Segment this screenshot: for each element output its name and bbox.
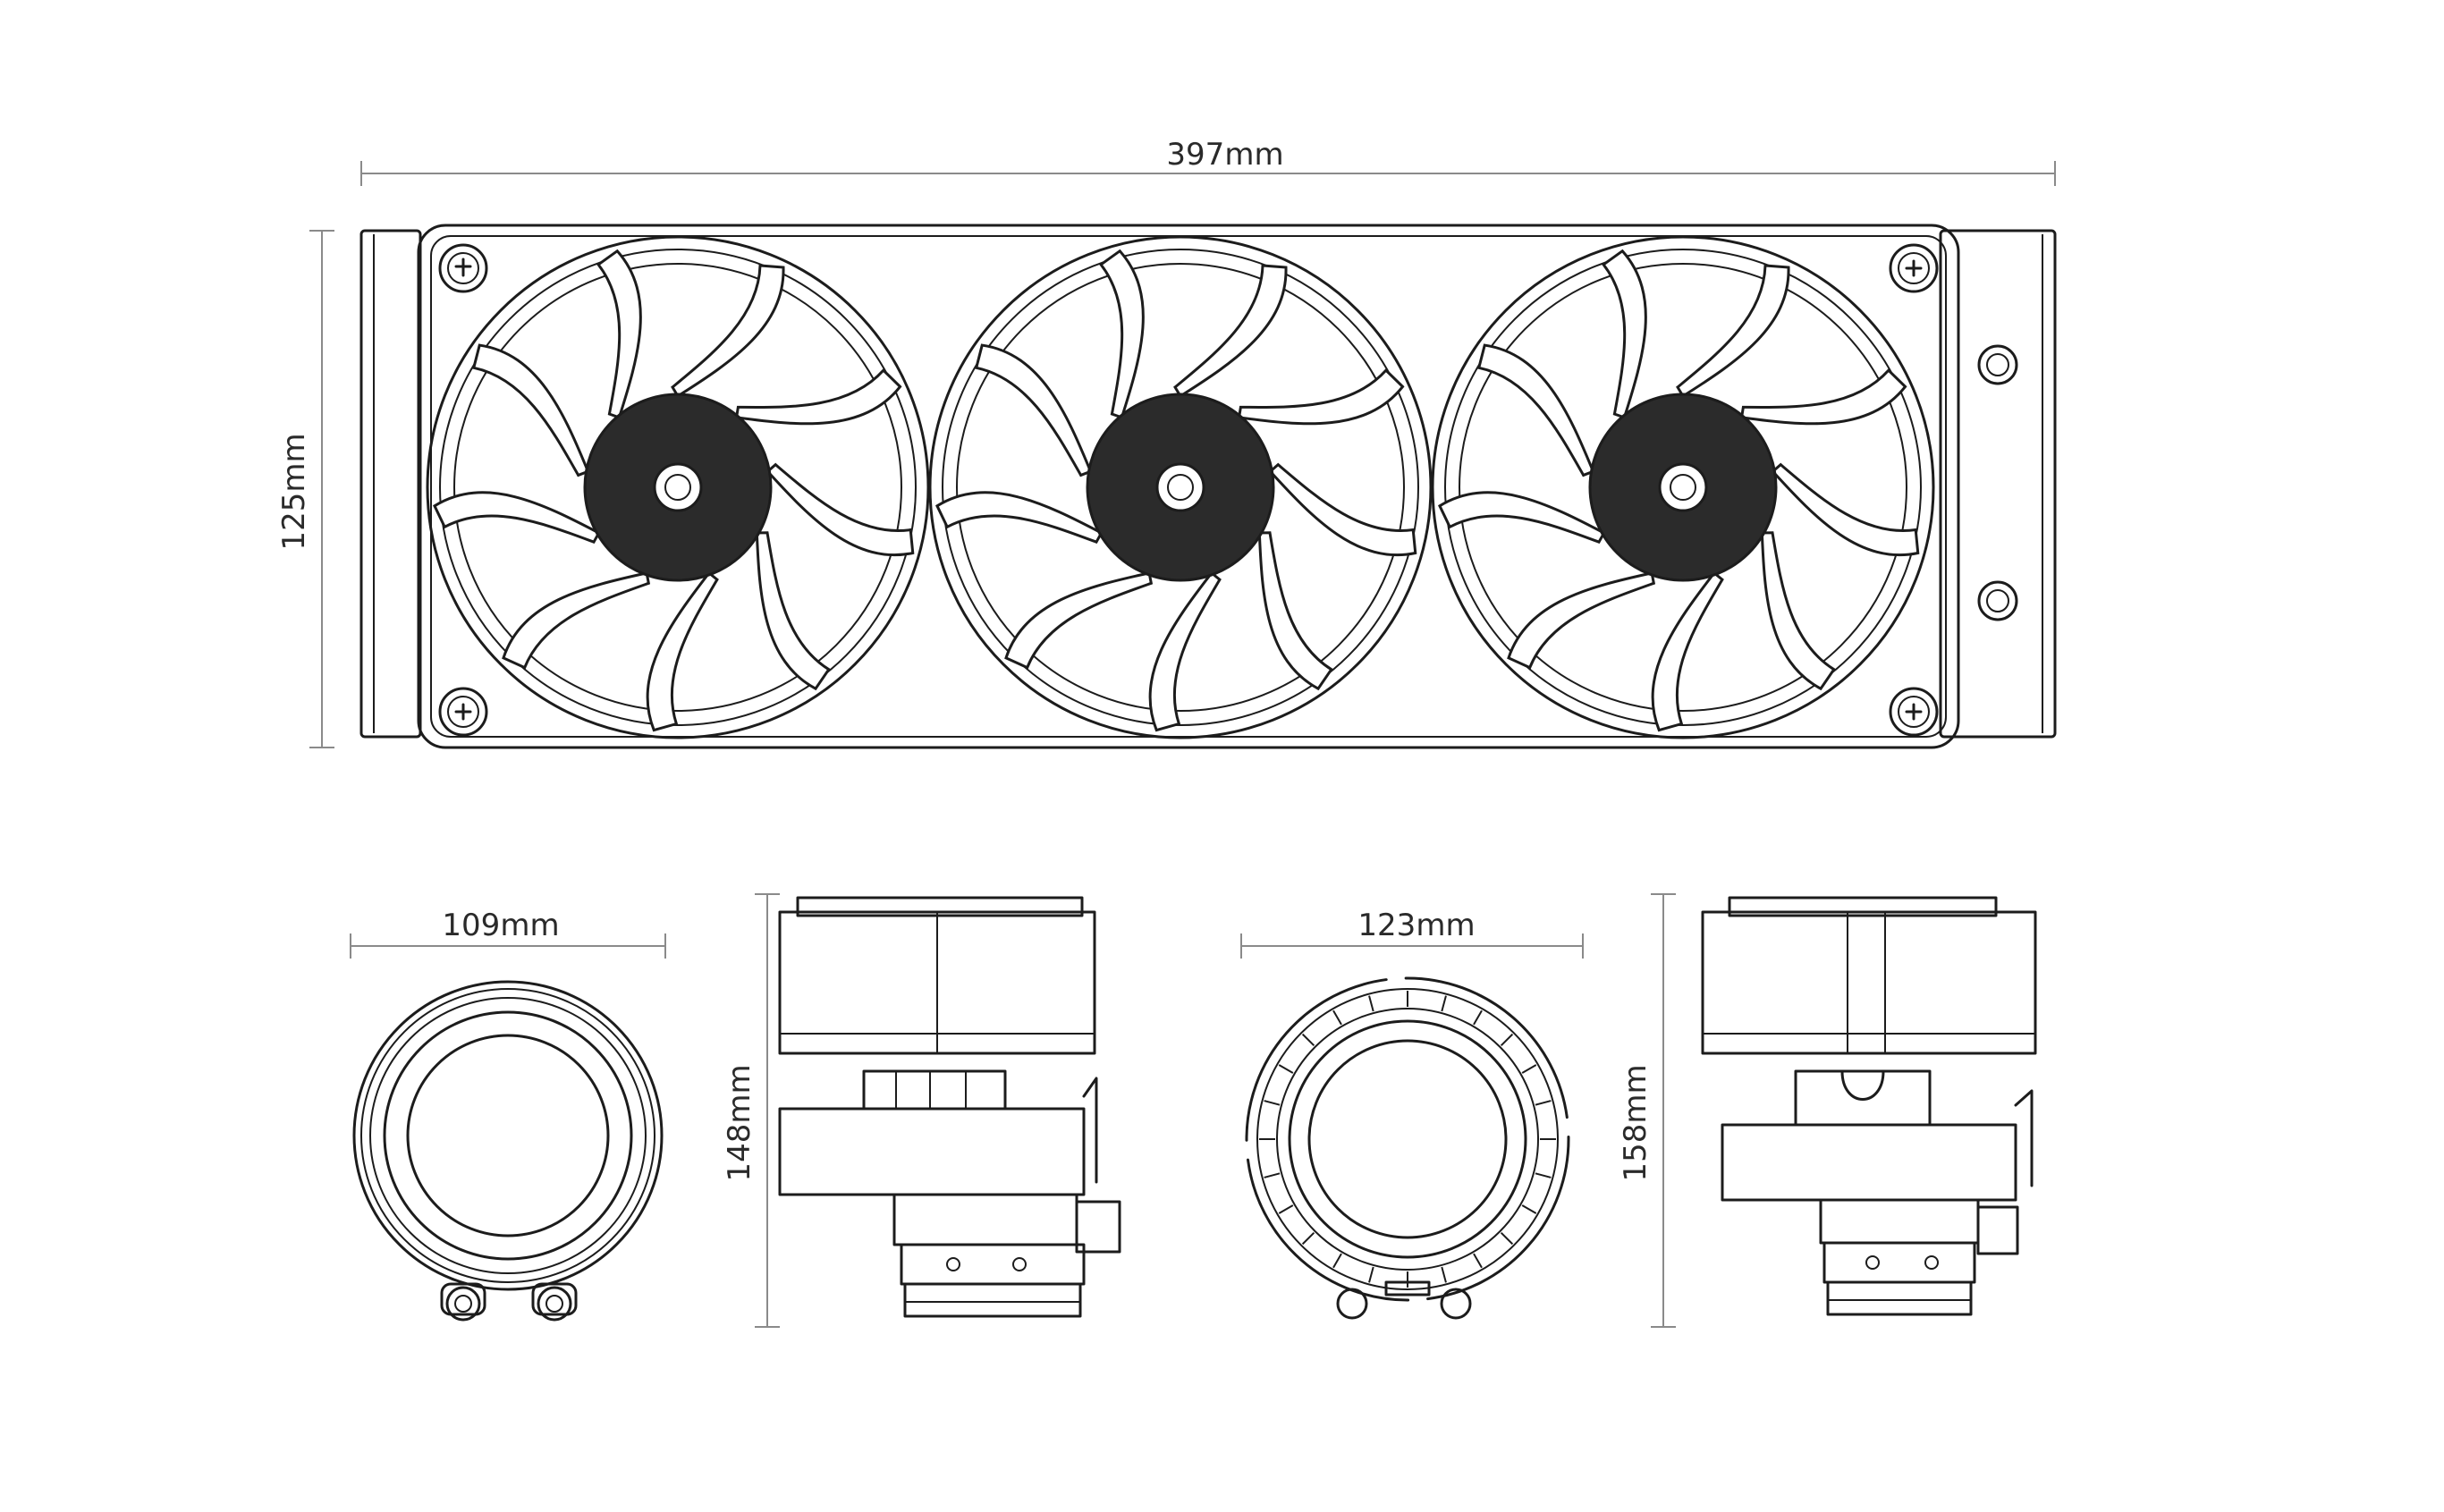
fan-blade [502, 571, 651, 670]
fan-blade [765, 462, 915, 557]
pump-b-fittings [1336, 1288, 1472, 1320]
fan-blade [1438, 491, 1606, 545]
fan-blade [1148, 570, 1222, 732]
pump-b-width-dimension: 123mm [1240, 908, 1584, 959]
fan [928, 235, 1433, 739]
frame-screws [438, 243, 1939, 737]
screw-icon [438, 687, 488, 737]
fan-blade [1257, 531, 1333, 691]
fan-blade [1476, 343, 1595, 477]
ring-segment [1500, 1033, 1514, 1047]
pump-b-height-label: 158mm [1618, 1064, 1653, 1181]
radiator-assembly: 397mm 125mm [276, 137, 2057, 749]
pump-a-height-dimension: 148mm [722, 893, 780, 1328]
fan-blade [1268, 462, 1417, 557]
ring-segment [1368, 1266, 1374, 1283]
fan-blade [1760, 531, 1836, 691]
screw-icon [1889, 687, 1939, 737]
fan-blade [755, 531, 831, 691]
fan-blade [974, 343, 1093, 477]
pump-a-width-label: 109mm [442, 908, 559, 943]
fan-blade [1004, 571, 1154, 670]
ring-segment [1500, 1231, 1514, 1246]
fan-blade [1173, 264, 1288, 399]
fan-blade [1507, 571, 1656, 670]
ring-segment [1473, 1009, 1483, 1026]
ring-segment [1278, 1064, 1294, 1074]
ring-segment [1368, 995, 1374, 1012]
pump-a-height-label: 148mm [722, 1064, 757, 1181]
ring-segment [1301, 1033, 1315, 1047]
radiator-frame [417, 224, 1960, 749]
fan-blade [646, 570, 719, 732]
fan-blade [1651, 570, 1724, 732]
pump-b-ring-segments [1259, 991, 1556, 1288]
ring-segment [1521, 1204, 1537, 1214]
fan-blade [1771, 462, 1920, 557]
fan-blade [596, 249, 642, 419]
fan-blade [433, 491, 601, 545]
ring-segment [1473, 1253, 1483, 1269]
fan-array [426, 235, 1935, 739]
pump-b-width-label: 123mm [1357, 908, 1475, 943]
radiator-length-label: 397mm [1166, 137, 1283, 173]
ring-segment [1264, 1100, 1281, 1106]
fan-blade [1098, 249, 1145, 419]
fan-blade [935, 491, 1104, 545]
radiator-end-tanks [359, 229, 2057, 739]
fan-blade [1601, 249, 1647, 419]
ring-segment [1332, 1009, 1342, 1026]
ring-segment [1264, 1172, 1281, 1178]
ring-segment [1521, 1064, 1537, 1074]
pump-a-width-dimension: 109mm [350, 908, 666, 959]
pump-top-view-a: 109mm [350, 908, 666, 1322]
radiator-length-dimension: 397mm [360, 137, 2056, 186]
fan-blade [1739, 367, 1907, 426]
pump-a-fittings [440, 1282, 578, 1322]
fan-blade [1237, 367, 1405, 426]
radiator-height-label: 125mm [276, 433, 312, 550]
ring-segment [1535, 1172, 1552, 1178]
pump-side-view-b: 158mm [1618, 893, 2037, 1328]
fan-blade [734, 367, 902, 426]
pump-side-view-a: 148mm [722, 893, 1121, 1328]
ring-segment [1441, 995, 1447, 1012]
ring-segment [1301, 1231, 1315, 1246]
radiator-fitting-ports [1977, 344, 2018, 621]
ring-segment [1441, 1266, 1447, 1283]
fan-blade [1676, 264, 1790, 399]
pump-b-height-dimension: 158mm [1618, 893, 1676, 1328]
screw-icon [438, 243, 488, 293]
ring-segment [1278, 1204, 1294, 1214]
radiator-height-dimension: 125mm [276, 230, 334, 748]
screw-icon [1889, 243, 1939, 293]
fan-blade [471, 343, 590, 477]
pump-top-view-b: 123mm [1240, 908, 1584, 1320]
fan [426, 235, 930, 739]
ring-segment [1535, 1100, 1552, 1106]
fan-blade [671, 264, 785, 399]
fan [1431, 235, 1935, 739]
ring-segment [1332, 1253, 1342, 1269]
